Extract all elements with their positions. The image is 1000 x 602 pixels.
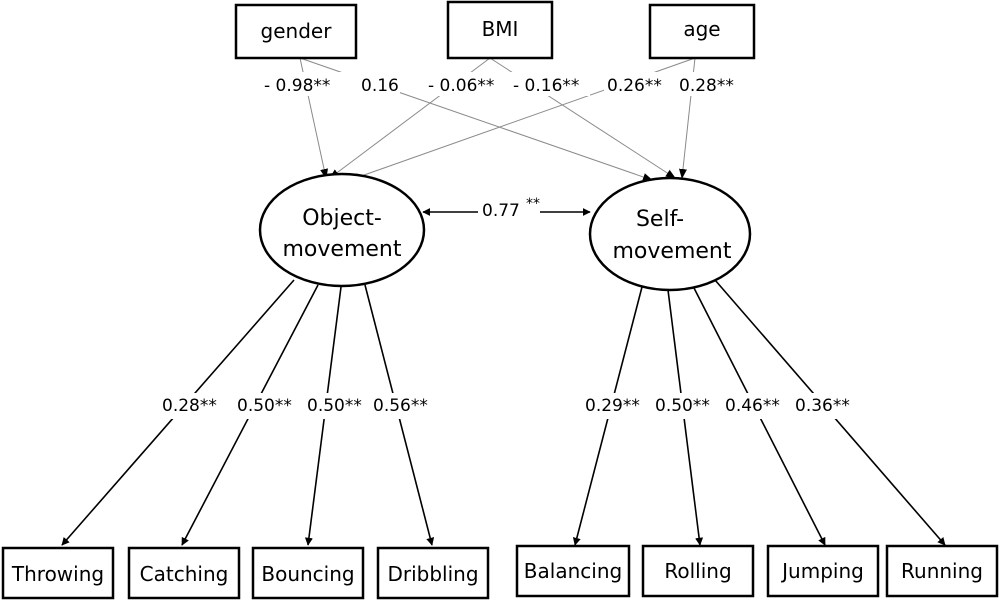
loading-throwing: 0.28**	[162, 396, 217, 416]
covariance-value: 0.77	[482, 201, 520, 221]
age-label: age	[683, 17, 720, 41]
balancing-label: Balancing	[524, 559, 622, 583]
object-movement-line2: movement	[283, 237, 402, 262]
dribbling-box: Dribbling	[376, 546, 490, 600]
running-label: Running	[901, 559, 983, 583]
object-movement-latent: Object- movement	[258, 172, 426, 288]
coef-gender-object: - 0.98**	[264, 76, 330, 96]
jumping-box: Jumping	[766, 544, 880, 598]
catching-box: Catching	[127, 546, 241, 600]
loading-rolling: 0.50**	[655, 396, 710, 416]
coef-gender-self: 0.16	[361, 76, 399, 96]
loading-running: 0.36**	[795, 396, 850, 416]
loading-balancing: 0.29**	[585, 396, 640, 416]
gender-box: gender	[234, 3, 358, 60]
throwing-label: Throwing	[11, 562, 104, 586]
bouncing-box: Bouncing	[251, 546, 365, 600]
coef-bmi-object: - 0.06**	[428, 76, 494, 96]
covariance-sig: **	[526, 196, 540, 212]
catching-label: Catching	[140, 562, 229, 586]
jumping-label: Jumping	[780, 559, 864, 583]
bouncing-label: Bouncing	[261, 562, 354, 586]
self-movement-latent: Self- movement	[588, 176, 752, 292]
gender-label: gender	[261, 19, 333, 43]
self-movement-line2: movement	[613, 239, 732, 264]
loading-jumping: 0.46**	[725, 396, 780, 416]
throwing-box: Throwing	[1, 546, 115, 600]
age-box: age	[648, 3, 756, 60]
balancing-box: Balancing	[515, 544, 631, 598]
running-box: Running	[885, 544, 999, 598]
self-movement-line1: Self-	[636, 207, 684, 232]
object-movement-line1: Object-	[302, 206, 382, 231]
loading-bouncing: 0.50**	[307, 396, 362, 416]
rolling-box: Rolling	[641, 544, 755, 598]
bmi-label: BMI	[482, 17, 519, 41]
coef-age-self: 0.28**	[679, 76, 734, 96]
coef-age-object: 0.26**	[607, 76, 662, 96]
loading-dribbling: 0.56**	[373, 396, 428, 416]
coef-bmi-self: - 0.16**	[513, 76, 579, 96]
dribbling-label: Dribbling	[387, 562, 478, 586]
rolling-label: Rolling	[664, 559, 731, 583]
loading-catching: 0.50**	[237, 396, 292, 416]
bmi-box: BMI	[446, 0, 554, 60]
